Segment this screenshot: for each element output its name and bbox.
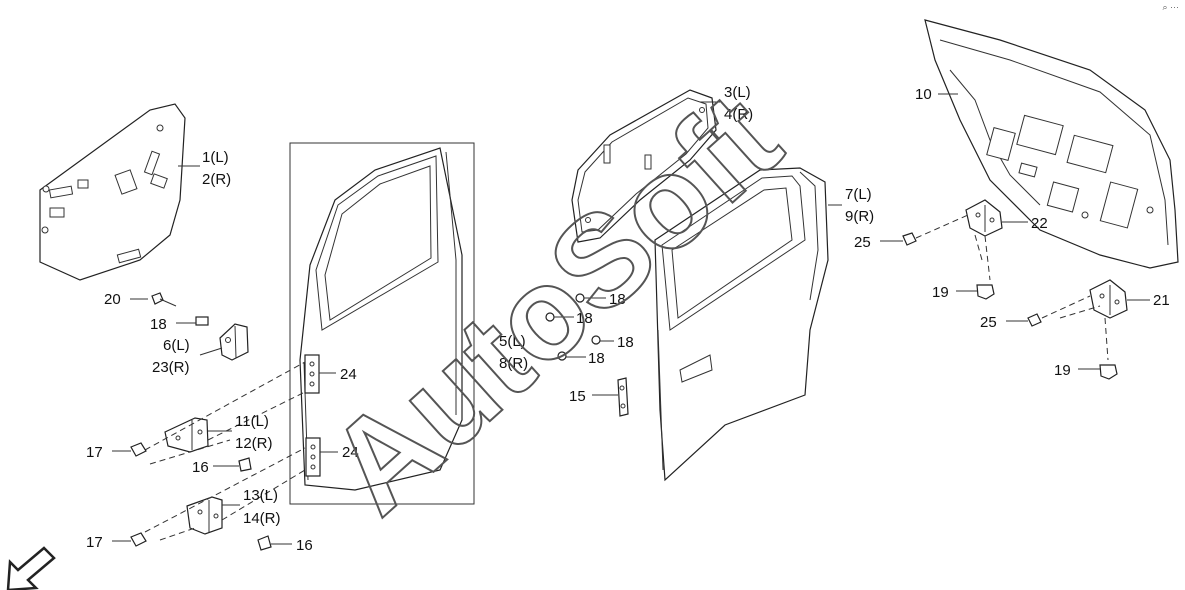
callout-18-c: 18 [617, 334, 634, 351]
callout-1: 1(L) [202, 149, 229, 166]
pin-18[interactable] [195, 316, 209, 326]
callout-10: 10 [915, 86, 932, 103]
grommet-19-upper[interactable] [976, 284, 995, 300]
door-trim-panel[interactable] [39, 103, 186, 281]
front-door-panel-frame [289, 142, 475, 505]
callout-21: 21 [1153, 292, 1170, 309]
bolt-20[interactable] [151, 292, 177, 307]
callout-7: 7(L) [845, 186, 872, 203]
hinge-plate-24-lower[interactable] [305, 437, 321, 477]
callout-6: 6(L) [163, 337, 190, 354]
callout-19-upper: 19 [932, 284, 949, 301]
callout-23: 23(R) [152, 359, 190, 376]
callout-25-upper: 25 [854, 234, 871, 251]
callout-2: 2(R) [202, 171, 231, 188]
callout-4: 4(R) [724, 106, 753, 123]
callout-25-lower: 25 [980, 314, 997, 331]
front-direction-arrow-icon [6, 546, 56, 590]
callout-16-upper: 16 [192, 459, 209, 476]
callout-5: 5(L) [499, 333, 526, 350]
bolt-25-upper[interactable] [902, 232, 917, 246]
callout-20: 20 [104, 291, 121, 308]
door-sealing-film[interactable] [571, 89, 717, 243]
upper-hinge-guide [144, 361, 306, 465]
bolt-25-lower[interactable] [1027, 313, 1042, 327]
tailgate-panel[interactable] [924, 19, 1179, 269]
bolt-17-upper[interactable] [130, 442, 147, 457]
callout-14: 14(R) [243, 510, 281, 527]
door-bracket-6-23[interactable] [219, 323, 249, 361]
callout-9: 9(R) [845, 208, 874, 225]
grommet-19-lower[interactable] [1099, 364, 1118, 380]
corner-mark: ⌕ ⋯ [1162, 2, 1179, 12]
callout-18-a: 18 [609, 291, 626, 308]
callout-13: 13(L) [243, 487, 278, 504]
hinge-22-guide [915, 214, 991, 281]
rear-sliding-door-panel[interactable] [654, 167, 829, 482]
callout-17-lower: 17 [86, 534, 103, 551]
callout-3: 3(L) [724, 84, 751, 101]
leader-lines [112, 93, 1150, 545]
callout-18-bracket: 18 [150, 316, 167, 333]
plug-18-c[interactable] [591, 335, 601, 345]
plug-18-d[interactable] [557, 351, 567, 361]
callout-24-upper: 24 [340, 366, 357, 383]
bolt-17-lower[interactable] [130, 532, 147, 547]
callout-11: 11(L) [235, 413, 269, 430]
hinge-21-guide [1041, 295, 1109, 361]
bolt-16-upper[interactable] [238, 457, 252, 472]
upper-door-hinge[interactable] [164, 417, 209, 453]
callout-18-b: 18 [576, 310, 593, 327]
callout-18-d: 18 [588, 350, 605, 367]
callout-12: 12(R) [235, 435, 273, 452]
tailgate-hinge-22[interactable] [965, 199, 1003, 237]
hinge-plate-24-upper[interactable] [304, 354, 320, 394]
bracket-15[interactable] [617, 377, 629, 417]
callout-15: 15 [569, 388, 586, 405]
callout-22: 22 [1031, 215, 1048, 232]
callout-17-upper: 17 [86, 444, 103, 461]
callout-8: 8(R) [499, 355, 528, 372]
lower-door-hinge[interactable] [186, 496, 223, 535]
bolt-16-lower[interactable] [257, 535, 272, 551]
callout-19-lower: 19 [1054, 362, 1071, 379]
tailgate-hinge-21[interactable] [1089, 279, 1128, 319]
callout-24-lower: 24 [342, 444, 359, 461]
callout-16-lower: 16 [296, 537, 313, 554]
lower-hinge-guide [144, 447, 306, 541]
